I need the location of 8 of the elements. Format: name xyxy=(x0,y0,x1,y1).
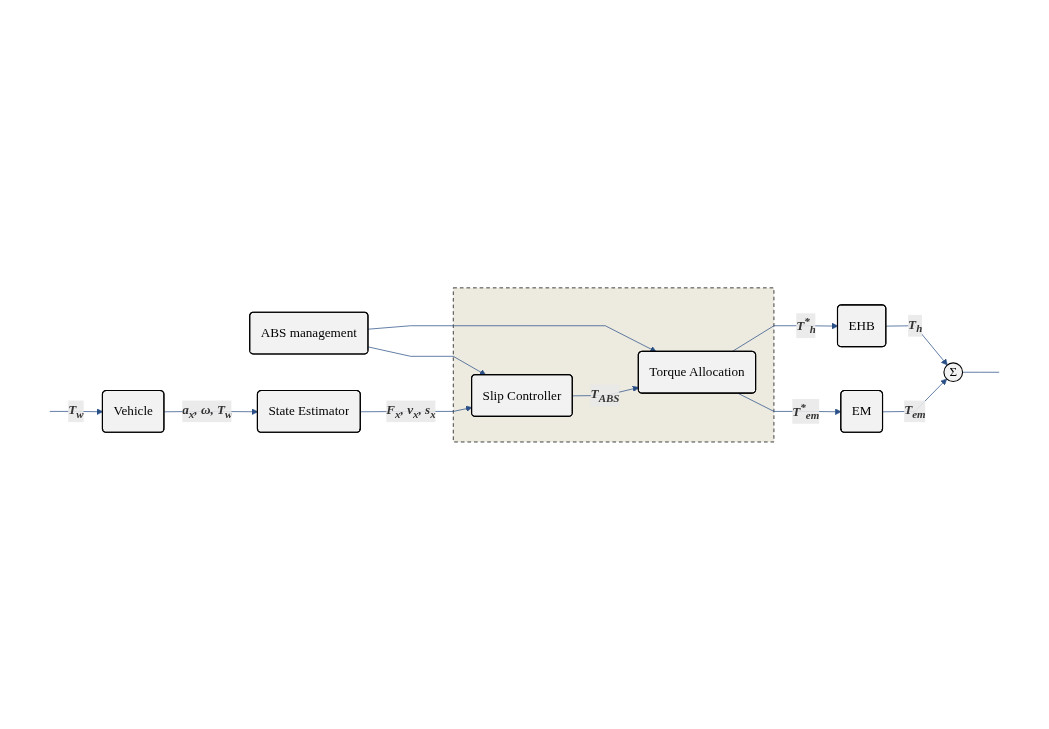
edge-label: F$_{x}$, v$_{x}$, s$_{x}$ xyxy=(386,402,436,420)
edge-label: T$_{ABS}$ xyxy=(590,386,620,404)
node-circle: Σ xyxy=(943,361,964,382)
connector xyxy=(962,371,1000,373)
edge-label: T$_{w}$ xyxy=(68,402,84,420)
edge-label: T$_{em}$ xyxy=(904,402,926,420)
edge-label: T$_{h}$ xyxy=(908,316,923,334)
cluster xyxy=(452,287,775,442)
